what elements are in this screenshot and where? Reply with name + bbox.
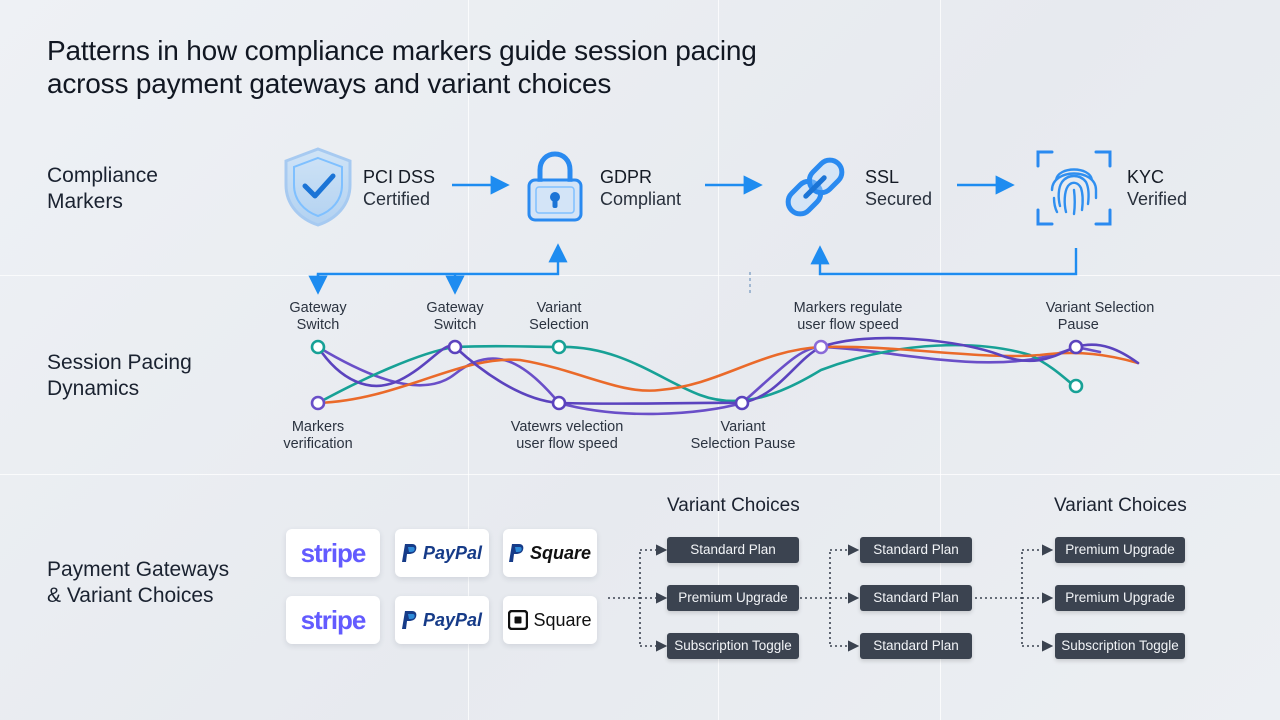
- annotation-line: Variant Selection: [1045, 300, 1155, 316]
- page-title: Patterns in how compliance markers guide…: [47, 34, 947, 100]
- annotation-line: Variant: [720, 419, 766, 435]
- gateway-paypal-2[interactable]: PayPal: [395, 596, 489, 644]
- fingerprint-icon: [1036, 150, 1112, 226]
- marker-kyc: KYC Verified: [1127, 166, 1187, 210]
- annotation-line: Variant: [536, 300, 582, 316]
- annotation-line: Markers: [291, 419, 345, 435]
- node-markers-regulate: [813, 339, 829, 355]
- paypal-icon: [401, 611, 417, 629]
- annotation-line: Selection: [529, 317, 589, 333]
- annotation-markers-regulate: Markers regulate user flow speed: [794, 300, 903, 334]
- grid-line: [718, 0, 719, 720]
- variant-premium-upgrade[interactable]: Premium Upgrade: [1055, 537, 1185, 563]
- node-variant-pause: [1068, 339, 1084, 355]
- feedback-line-right: [810, 245, 1078, 276]
- square-logo-icon: [508, 610, 529, 630]
- row-label-line: & Variant Choices: [47, 584, 214, 607]
- curve-purple: [316, 345, 1102, 416]
- marker-name: KYC: [1127, 167, 1165, 187]
- variant-standard-plan[interactable]: Standard Plan: [860, 633, 972, 659]
- variant-subscription-toggle[interactable]: Subscription Toggle: [1055, 633, 1185, 659]
- marker-status: Verified: [1127, 189, 1188, 209]
- marker-name: PCI DSS: [363, 167, 436, 187]
- variant-standard-plan[interactable]: Standard Plan: [667, 537, 799, 563]
- gateway-square-2[interactable]: Square: [503, 596, 597, 644]
- annotation-line: Selection Pause: [690, 436, 796, 452]
- marker-ssl: SSL Secured: [865, 166, 932, 210]
- paypal-icon: [401, 544, 417, 562]
- node-teal-end: [1068, 378, 1084, 394]
- chain-link-icon: [785, 157, 845, 217]
- node-variant-selection-pause: [734, 395, 750, 411]
- annotation-variant-selection-pause-top: Variant Selection Pause: [1046, 300, 1155, 334]
- marker-status: Certified: [363, 189, 431, 209]
- gateway-name: Square: [529, 542, 592, 563]
- variant-choices-heading-1: Variant Choices: [667, 495, 800, 516]
- node-gateway-switch-2: [447, 339, 463, 355]
- annotation-line: Switch: [296, 317, 340, 333]
- gateway-name: Square: [533, 609, 592, 630]
- gateway-name: PayPal: [422, 609, 483, 630]
- variant-subscription-toggle[interactable]: Subscription Toggle: [667, 633, 799, 659]
- node-variant-selection: [551, 339, 567, 355]
- paypal-style-icon: [508, 544, 524, 562]
- row-label-gateways: Payment Gateways & Variant Choices: [47, 557, 229, 609]
- grid-line: [0, 474, 1280, 475]
- grid-line: [0, 275, 1280, 276]
- annotation-line: Pause: [1057, 317, 1099, 333]
- variant-choices-heading-2: Variant Choices: [1054, 495, 1187, 516]
- annotation-line: Markers regulate: [793, 300, 903, 316]
- gateway-square[interactable]: Square: [503, 529, 597, 577]
- variant-premium-upgrade[interactable]: Premium Upgrade: [667, 585, 799, 611]
- curve-orange: [316, 345, 1140, 405]
- variant-standard-plan[interactable]: Standard Plan: [860, 585, 972, 611]
- variant-premium-upgrade[interactable]: Premium Upgrade: [1055, 585, 1185, 611]
- node-gateway-switch-1: [310, 339, 326, 355]
- annotation-line: Vatewrs velection: [510, 419, 624, 435]
- marker-name: SSL: [865, 167, 900, 187]
- page-title-line1: Patterns in how compliance markers guide…: [47, 35, 757, 66]
- annotation-line: user flow speed: [797, 317, 899, 333]
- annotation-gateway-switch-2: Gateway Switch: [426, 300, 483, 334]
- row-label-pacing: Session Pacing Dynamics: [47, 350, 192, 402]
- annotation-line: user flow speed: [516, 436, 618, 452]
- marker-gdpr: GDPR Compliant: [600, 166, 681, 210]
- row-label-line: Session Pacing: [47, 351, 192, 374]
- gateway-stripe[interactable]: stripe: [286, 529, 380, 577]
- marker-name: GDPR: [600, 167, 653, 187]
- gateway-name: stripe: [300, 537, 367, 568]
- annotation-vatewrs-velection: Vatewrs velection user flow speed: [511, 419, 624, 453]
- marker-status: Secured: [865, 189, 933, 209]
- annotation-line: Switch: [433, 317, 477, 333]
- node-vatewrs-velection: [551, 395, 567, 411]
- annotation-markers-verification: Markers verification: [283, 419, 352, 453]
- shield-check-icon: [284, 147, 352, 227]
- gateway-name: stripe: [300, 604, 367, 635]
- marker-pci-dss: PCI DSS Certified: [363, 166, 435, 210]
- padlock-icon: [527, 151, 583, 222]
- gateway-paypal[interactable]: PayPal: [395, 529, 489, 577]
- gateway-stripe-2[interactable]: stripe: [286, 596, 380, 644]
- annotation-line: Gateway: [289, 300, 347, 316]
- node-markers-verification: [310, 395, 326, 411]
- row-label-compliance: Compliance Markers: [47, 163, 158, 215]
- row-label-line: Compliance: [47, 164, 158, 187]
- marker-status: Compliant: [600, 189, 682, 209]
- annotation-variant-selection-pause: Variant Selection Pause: [691, 419, 796, 453]
- page-title-line2: across payment gateways and variant choi…: [47, 68, 612, 99]
- row-label-line: Dynamics: [47, 377, 140, 400]
- annotation-variant-selection: Variant Selection: [529, 300, 589, 334]
- annotation-line: Gateway: [426, 300, 484, 316]
- row-label-line: Payment Gateways: [47, 558, 230, 581]
- gateway-name: PayPal: [422, 542, 483, 563]
- row-label-line: Markers: [47, 190, 123, 213]
- annotation-gateway-switch-1: Gateway Switch: [289, 300, 346, 334]
- annotation-line: verification: [283, 436, 353, 452]
- variant-standard-plan[interactable]: Standard Plan: [860, 537, 972, 563]
